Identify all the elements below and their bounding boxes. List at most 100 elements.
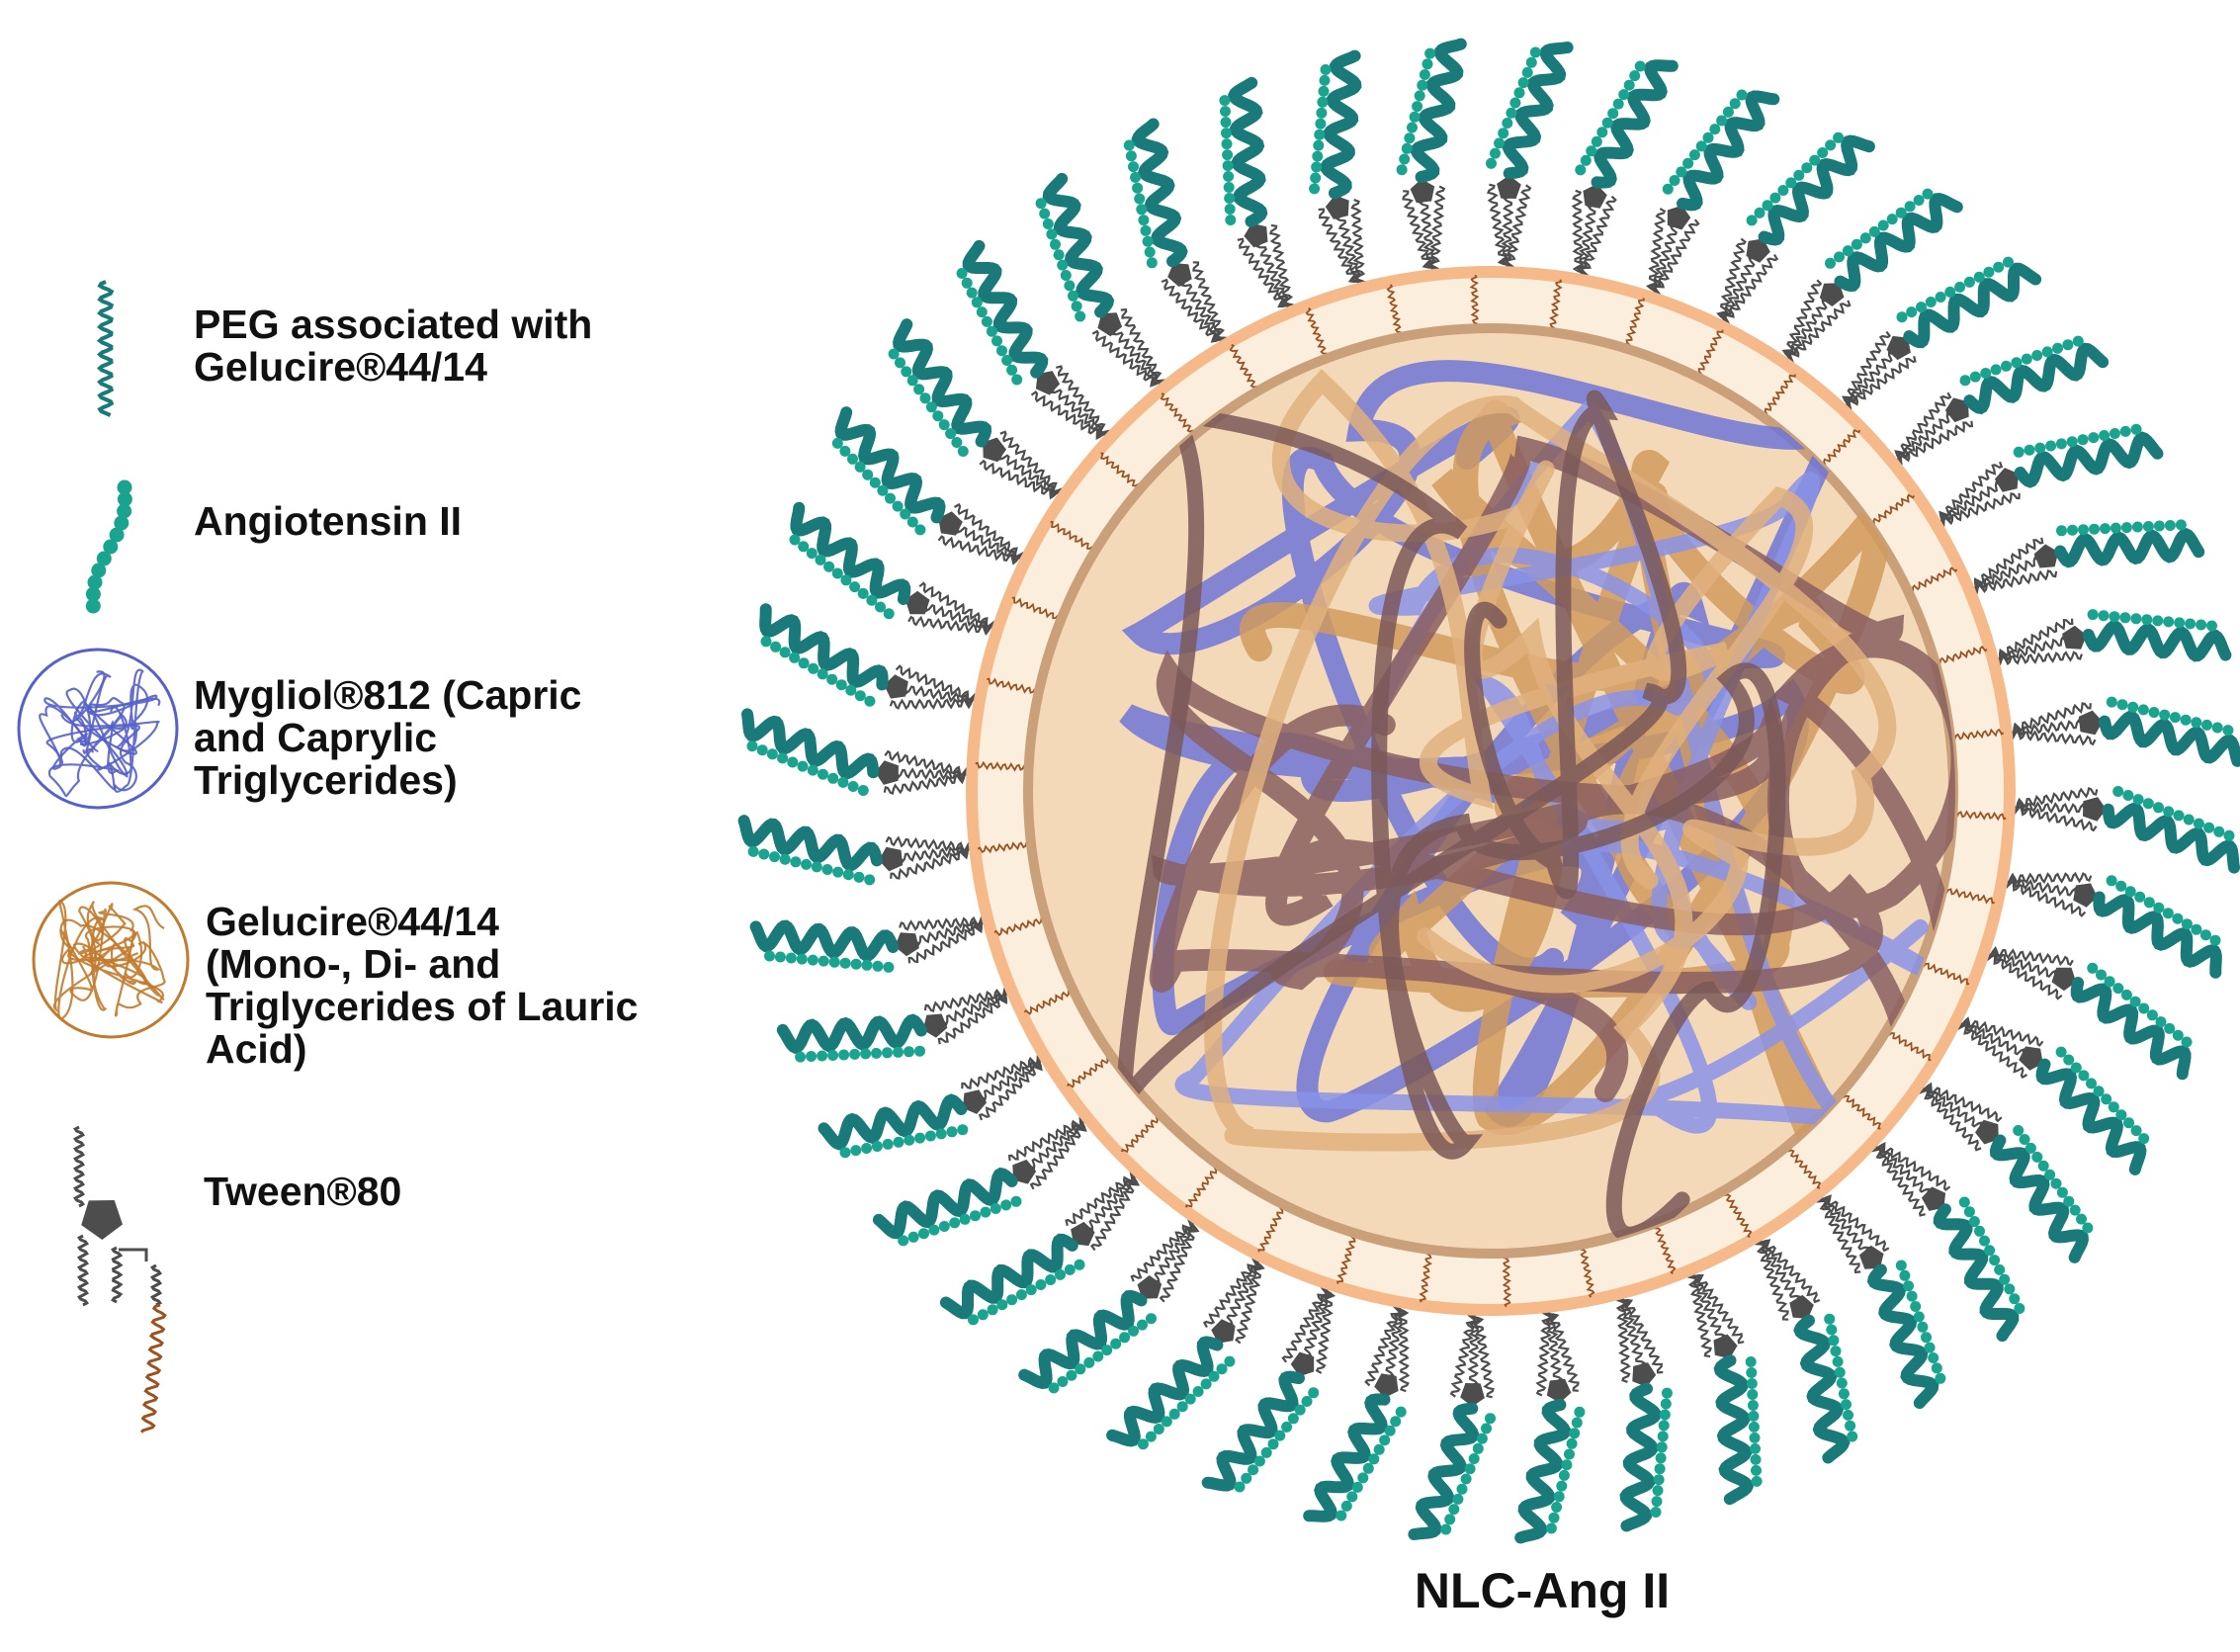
angiotensin-bead xyxy=(1963,276,1975,288)
tween-head-icon xyxy=(1819,283,1845,306)
angiotensin-bead xyxy=(935,1128,947,1140)
angiotensin-bead xyxy=(1221,128,1232,139)
mygliol-coil-icon xyxy=(17,648,179,810)
surface-unit xyxy=(1864,1137,2025,1343)
peg-chain xyxy=(759,603,889,691)
angiotensin-bead xyxy=(1751,1464,1762,1476)
angiotensin-bead xyxy=(1748,1421,1760,1433)
peg-chain xyxy=(818,1093,968,1151)
tween-head-icon xyxy=(1071,1221,1095,1247)
angiotensin-bead xyxy=(2143,897,2155,909)
angiotensin-bead xyxy=(2078,524,2089,536)
shell-zigzag xyxy=(1011,596,1061,620)
tween-head-icon xyxy=(1546,1378,1572,1403)
angiotensin-bead xyxy=(1241,1472,1252,1484)
angiotensin-bead xyxy=(849,581,861,593)
angiotensin-bead xyxy=(2123,1117,2134,1129)
tween-molecule-icon xyxy=(72,1125,167,1434)
angiotensin-bead xyxy=(1984,1245,1996,1257)
tween-tail xyxy=(1614,1287,1631,1383)
angiotensin-bead xyxy=(1509,97,1521,109)
angiotensin-bead xyxy=(2031,350,2043,361)
nlc-particle xyxy=(737,38,2240,1544)
peg-chain xyxy=(741,708,880,780)
angiotensin-bead xyxy=(1659,1409,1671,1421)
angiotensin-bead xyxy=(2108,1101,2119,1113)
surface-unit xyxy=(749,914,994,973)
angiotensin-bead xyxy=(1838,1388,1850,1400)
angiotensin-bead xyxy=(1903,1280,1914,1292)
tween-tail xyxy=(1503,184,1532,279)
angiotensin-bead xyxy=(1253,1455,1265,1467)
angiotensin-bead xyxy=(1586,145,1597,157)
shell-zigzag xyxy=(1419,1251,1432,1303)
angiotensin-bead xyxy=(817,668,828,680)
angiotensin-bead xyxy=(807,764,818,776)
angiotensin-bead xyxy=(938,1221,950,1232)
tween-head-icon xyxy=(1975,1119,1999,1145)
surface-unit xyxy=(1931,423,2164,532)
shell-zigzag xyxy=(1336,1234,1356,1284)
tween-tail xyxy=(1268,223,1297,318)
tween-head-icon xyxy=(963,1089,988,1114)
angiotensin-bead xyxy=(907,1231,919,1243)
angiotensin-bead xyxy=(1571,1417,1583,1429)
angiotensin-bead xyxy=(2173,810,2185,822)
tween-head-icon xyxy=(938,511,963,536)
surface-unit xyxy=(1219,76,1297,318)
angiotensin-bead xyxy=(1749,1432,1761,1443)
angiotensin-bead xyxy=(1456,1483,1468,1495)
angiotensin-bead xyxy=(1274,1430,1286,1441)
angiotensin-bead xyxy=(1335,1510,1347,1522)
peg-chain xyxy=(1758,134,1875,246)
angiotensin-bead xyxy=(938,419,950,431)
tween-tail xyxy=(1778,279,1823,369)
angiotensin-bead xyxy=(1935,292,1946,303)
angiotensin-bead xyxy=(2056,525,2067,537)
angiotensin-bead xyxy=(2142,798,2154,810)
angiotensin-bead xyxy=(1234,1481,1246,1493)
surface-unit xyxy=(741,708,979,796)
angiotensin-bead xyxy=(806,1051,818,1062)
angiotensin-bead xyxy=(2120,522,2132,534)
angiotensin-bead xyxy=(901,366,912,378)
angiotensin-bead xyxy=(2004,1283,2016,1295)
surface-unit xyxy=(872,1111,1093,1247)
angiotensin-bead xyxy=(1868,225,1880,237)
tween-tail xyxy=(885,835,982,854)
surface-unit xyxy=(1911,1079,2094,1263)
surface-unit xyxy=(831,406,1032,567)
angiotensin-bead xyxy=(1993,261,2005,273)
shell-zigzag xyxy=(1953,810,2007,822)
surface-unit xyxy=(1750,1231,1858,1464)
angiotensin-bead xyxy=(827,1050,839,1061)
angiotensin-bead xyxy=(892,500,904,512)
angiotensin-bead xyxy=(1168,1408,1180,1420)
peg-chain xyxy=(1502,42,1574,180)
tween-tail xyxy=(895,664,986,705)
angiotensin-bead xyxy=(2155,1016,2167,1028)
tween-tail xyxy=(1542,1300,1564,1396)
angiotensin-bead xyxy=(1656,1441,1668,1453)
shell-zigzag xyxy=(1160,392,1196,434)
angiotensin-bead xyxy=(1785,177,1797,189)
angiotensin-bead xyxy=(1886,214,1898,225)
angiotensin-bead xyxy=(1216,1363,1228,1375)
angiotensin-bead xyxy=(864,695,876,707)
surface-unit xyxy=(818,1050,1051,1159)
angiotensin-bead xyxy=(1006,1294,1018,1306)
shell-zigzag xyxy=(1050,520,1095,550)
angiotensin-bead xyxy=(2175,519,2187,531)
angiotensin-bead xyxy=(1287,1413,1299,1425)
angiotensin-bead xyxy=(1906,1290,1918,1302)
angiotensin-bead xyxy=(914,524,926,536)
angiotensin-bead xyxy=(2096,969,2107,981)
angiotensin-bead xyxy=(1702,131,1714,143)
surface-unit xyxy=(1614,1287,1673,1532)
angiotensin-bead xyxy=(1481,1423,1492,1435)
angiotensin-bead xyxy=(2211,722,2223,734)
tween-tail xyxy=(1645,208,1667,304)
angiotensin-bead xyxy=(970,1210,981,1222)
angiotensin-bead xyxy=(861,959,873,971)
